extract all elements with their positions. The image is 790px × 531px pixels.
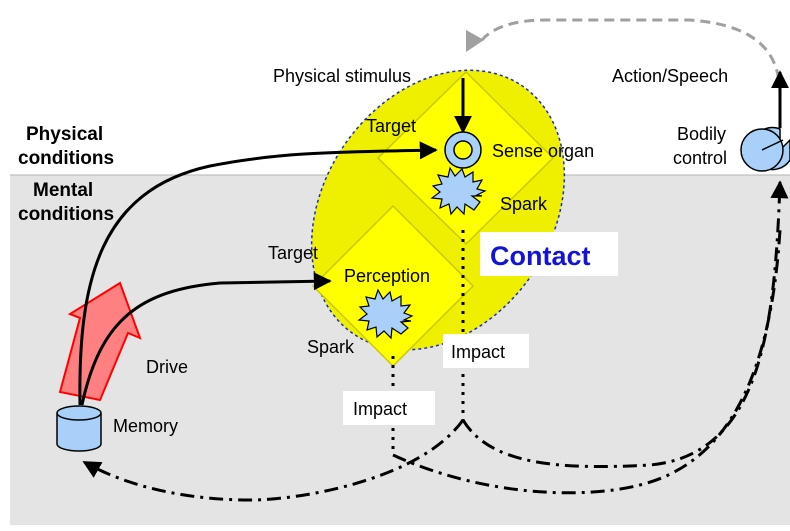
physical-conditions-label-1: Physical (26, 124, 103, 145)
sense-organ-core (453, 140, 473, 160)
action-speech-label: Action/Speech (612, 66, 728, 86)
physical-stimulus-label: Physical stimulus (273, 66, 411, 86)
impact-left-label: Impact (353, 399, 407, 419)
feedback-arrow (480, 18, 782, 96)
spark-mid-label: Spark (307, 337, 355, 357)
impact-left-box (343, 391, 435, 425)
bodily-control-cut (761, 139, 784, 151)
perception-impact-curve (392, 229, 782, 495)
contact-label-box (480, 232, 618, 276)
sense-organ-label: Sense organ (492, 141, 594, 161)
contact-label: Contact (490, 241, 591, 271)
memory-to-perception-arrow (80, 272, 332, 406)
drive-label: Drive (146, 357, 188, 377)
impact-right-box (443, 334, 529, 368)
perception-label: Perception (344, 266, 430, 286)
memory-icon-top (56, 405, 102, 421)
mental-conditions-label-1: Mental (33, 180, 93, 201)
memory-label: Memory (113, 416, 178, 436)
impact-to-memory-curve (82, 419, 465, 502)
target-mid-label: Target (268, 243, 318, 263)
memory-icon (56, 413, 102, 452)
bodily-control-label-2: control (673, 148, 727, 168)
physical-conditions-label-2: conditions (18, 148, 114, 169)
impact-right-label: Impact (451, 342, 505, 362)
memory-to-sense-arrow (78, 141, 438, 406)
spark-mid-icon (357, 288, 414, 340)
bodily-control-label-1: Bodily (677, 124, 726, 144)
spark-top-icon (430, 166, 487, 216)
target-top-label: Target (366, 116, 416, 136)
feedback-arrowhead (466, 30, 484, 52)
mental-conditions-label-2: conditions (18, 204, 114, 225)
spark-top-label: Spark (500, 194, 548, 214)
